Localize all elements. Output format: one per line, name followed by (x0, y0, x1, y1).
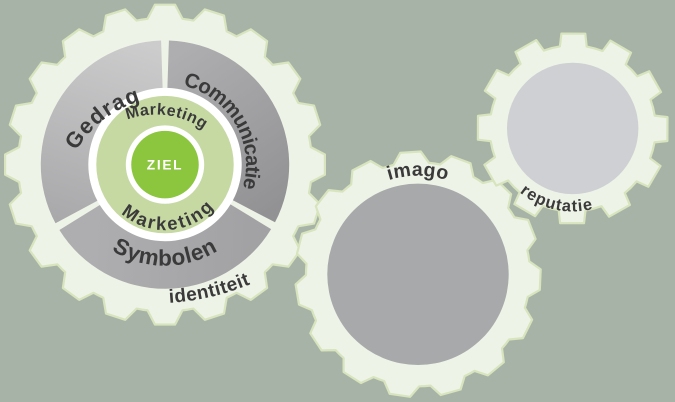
svg-text:imago: imago (384, 159, 451, 185)
svg-text:ZIEL: ZIEL (147, 158, 183, 173)
